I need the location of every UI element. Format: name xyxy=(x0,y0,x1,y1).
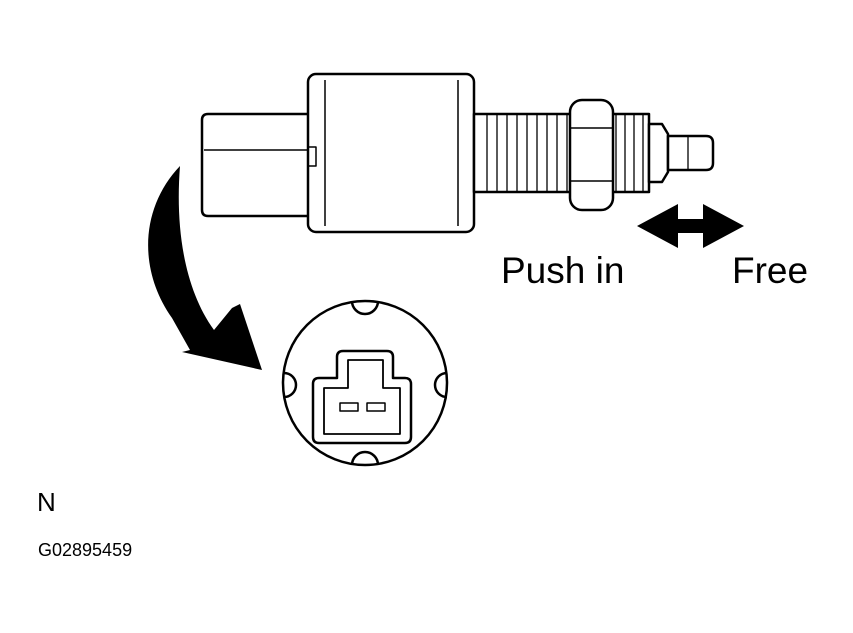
connector-end-view xyxy=(281,299,449,467)
figure-code-label: G02895459 xyxy=(38,540,133,560)
view-letter-label: N xyxy=(37,487,56,517)
push-in-label: Push in xyxy=(501,250,625,291)
rotation-arrow xyxy=(148,166,262,370)
plunger xyxy=(647,122,715,184)
free-label: Free xyxy=(732,250,809,291)
hex-lock-nut xyxy=(568,98,615,212)
push-free-double-arrow xyxy=(637,204,744,248)
switch-body xyxy=(306,72,476,234)
threaded-shaft xyxy=(472,112,651,194)
connector-housing xyxy=(200,112,311,218)
